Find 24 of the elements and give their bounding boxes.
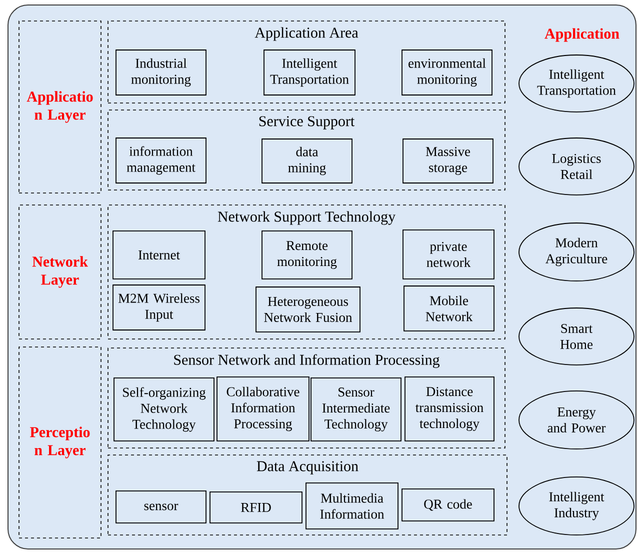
- item-box: Sensor Intermediate Technology: [310, 378, 402, 442]
- layer-box: Network Layer: [18, 204, 102, 340]
- item-box: Mobile Network: [404, 286, 494, 332]
- item-box: Remote monitoring: [262, 230, 352, 280]
- item-box: Massive storage: [402, 138, 494, 184]
- item-box: private network: [402, 230, 494, 280]
- item-box: Heterogeneous Network Fusion: [256, 286, 360, 332]
- item-box: Intelligent Transportation: [264, 50, 356, 96]
- item-box: Collaborative Information Processing: [216, 376, 310, 442]
- item-box: information management: [116, 138, 206, 184]
- layer-box: Applicatio n Layer: [18, 20, 102, 194]
- item-box: Distance transmission technology: [404, 376, 494, 442]
- item-box: Multimedia Information: [306, 482, 398, 530]
- item-box: Self-organizing Network Technology: [114, 378, 214, 442]
- item-box: environmental monitoring: [402, 50, 492, 96]
- layer-box: Perceptio n Layer: [18, 346, 102, 538]
- item-box: M2M Wireless Input: [112, 284, 206, 330]
- item-box: sensor: [116, 490, 206, 524]
- item-box: QR code: [402, 488, 494, 522]
- item-box: Internet: [112, 230, 206, 280]
- item-box: RFID: [210, 492, 302, 524]
- panel-background: [8, 4, 636, 550]
- item-box: Industrial monitoring: [116, 50, 206, 96]
- item-box: data mining: [262, 138, 352, 184]
